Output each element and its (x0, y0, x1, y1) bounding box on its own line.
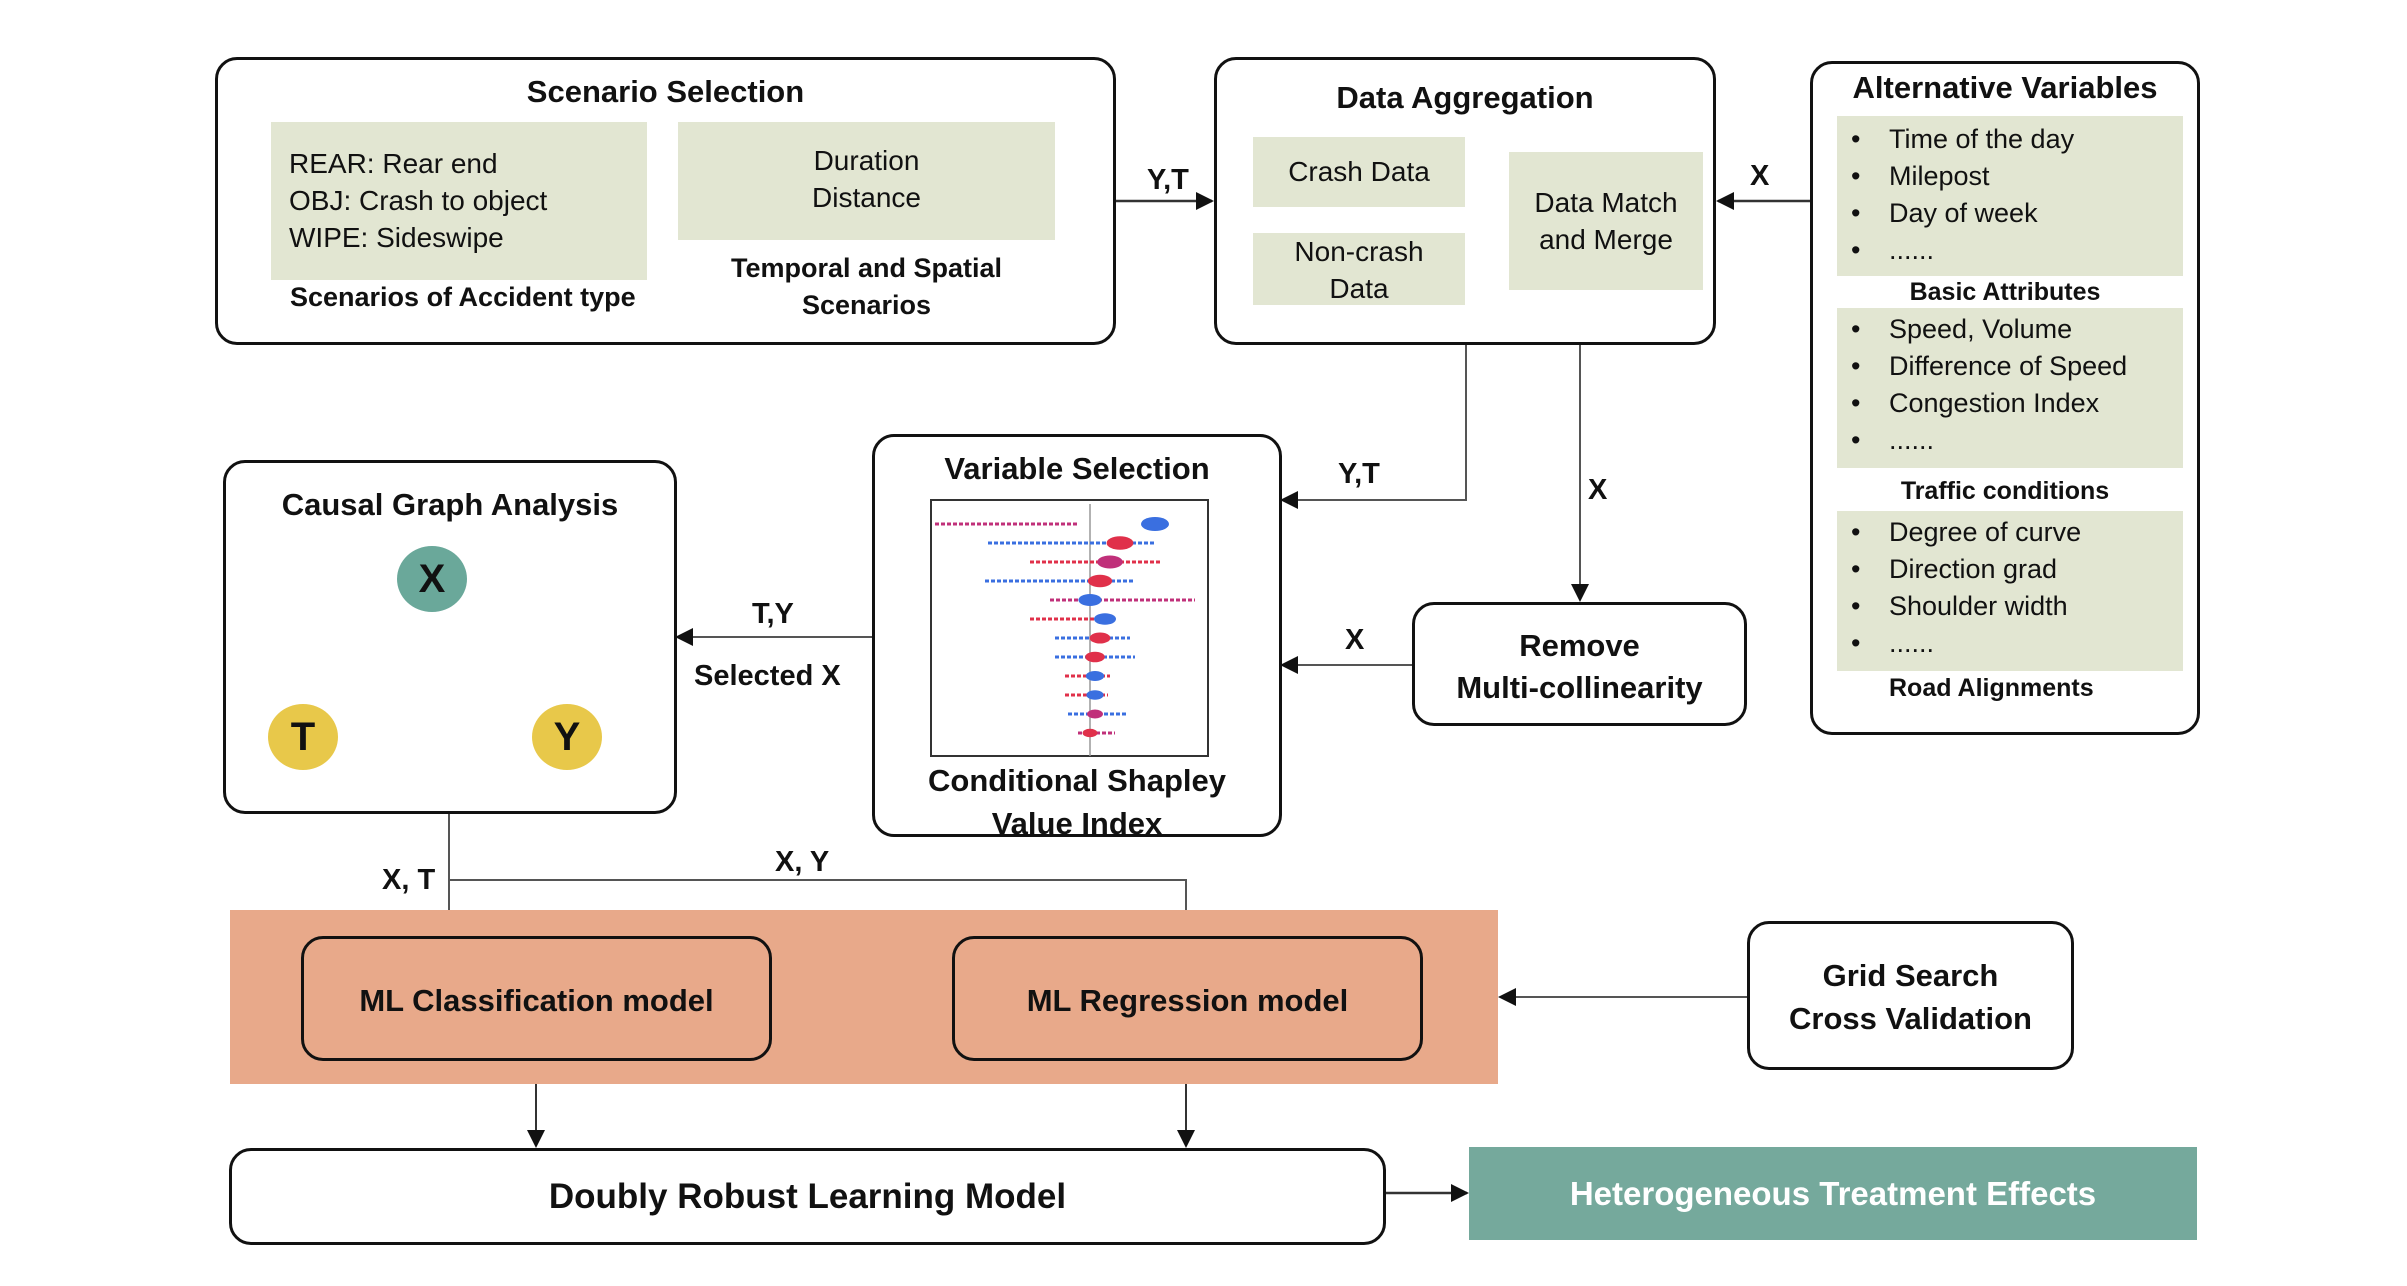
shap-blob (1078, 594, 1102, 606)
shap-blob (1087, 574, 1113, 588)
merge-line2: and Merge (1539, 224, 1673, 255)
basic-item: Milepost (1837, 158, 2183, 195)
basic-item: ...... (1837, 232, 2183, 269)
grid-search-box: Grid Search Cross Validation (1747, 921, 2074, 1070)
shap-blob (1097, 555, 1123, 569)
remove-multicollinearity-box: Remove Multi-collinearity (1412, 602, 1747, 726)
causal-graph-title: Causal Graph Analysis (281, 487, 619, 522)
data-aggregation-box: Data Aggregation Crash Data Non-crash Da… (1214, 57, 1716, 345)
data-aggregation-title: Data Aggregation (1336, 80, 1594, 115)
road-item: ...... (1837, 625, 2183, 662)
noncrash-line2: Data (1329, 273, 1389, 304)
noncrash-data-panel: Non-crash Data (1253, 233, 1465, 305)
alternative-variables-box: Alternative Variables Time of the day Mi… (1810, 61, 2200, 735)
temporal-distance: Distance (812, 182, 921, 213)
basic-item: Time of the day (1837, 121, 2183, 158)
road-item: Shoulder width (1837, 588, 2183, 625)
traffic-conditions-caption: Traffic conditions (1900, 477, 2110, 505)
shap-blob (1082, 728, 1098, 738)
accident-type-panel: REAR: Rear end OBJ: Crash to object WIPE… (271, 122, 647, 280)
grid-search-line1: Grid Search (1822, 958, 1999, 993)
ml-classification-label: ML Classification model (359, 983, 714, 1018)
node-y-label: Y (553, 714, 581, 759)
crash-data-label: Crash Data (1288, 156, 1430, 187)
shap-blob (1086, 690, 1104, 700)
ml-model-band (230, 910, 1498, 1084)
node-t-label: T (290, 714, 316, 759)
caption-line2: Value Index (991, 806, 1163, 841)
accident-type-wipe: WIPE: Sideswipe (289, 222, 504, 253)
node-t: T (268, 704, 338, 770)
temporal-panel: Duration Distance (678, 122, 1055, 240)
road-alignments-caption: Road Alignments (1889, 674, 2094, 702)
hte-box: Heterogeneous Treatment Effects (1469, 1147, 2197, 1240)
label-causal-to-classification: X, T (382, 864, 436, 896)
traffic-item: Congestion Index (1837, 385, 2183, 422)
shap-blob (1141, 517, 1169, 531)
crash-data-panel: Crash Data (1253, 137, 1465, 207)
accident-type-obj: OBJ: Crash to object (289, 185, 548, 216)
node-x: X (397, 546, 467, 612)
remove-line1: Remove (1519, 628, 1640, 663)
road-item: Direction grad (1837, 551, 2183, 588)
variable-selection-caption: Conditional Shapley Value Index (875, 759, 1279, 845)
road-alignments-panel: Degree of curve Direction grad Shoulder … (1837, 511, 2183, 671)
doubly-robust-label: Doubly Robust Learning Model (548, 1177, 1067, 1216)
hte-label: Heterogeneous Treatment Effects (1569, 1174, 2097, 1212)
variable-selection-title: Variable Selection (944, 451, 1210, 486)
temporal-list: Duration Distance (678, 142, 1055, 216)
accident-type-list: REAR: Rear end OBJ: Crash to object WIPE… (289, 145, 547, 256)
traffic-item: Speed, Volume (1837, 311, 2183, 348)
ml-classification-box: ML Classification model (301, 936, 772, 1061)
remove-line2: Multi-collinearity (1456, 670, 1703, 705)
grid-search-line2: Cross Validation (1789, 1001, 2032, 1036)
label-varsel-to-causal-top: T,Y (752, 598, 794, 630)
alternative-variables-title: Alternative Variables (1852, 70, 2158, 105)
basic-attributes-caption: Basic Attributes (1909, 278, 2101, 306)
basic-item: Day of week (1837, 195, 2183, 232)
ml-regression-label: ML Regression model (1026, 983, 1349, 1018)
label-aggregation-to-varsel: Y,T (1338, 458, 1380, 490)
label-scenario-to-aggregation: Y,T (1147, 164, 1189, 196)
shap-blob (1087, 709, 1103, 719)
label-varsel-to-causal-bottom: Selected X (694, 660, 841, 692)
shap-blob (1094, 613, 1116, 625)
scenario-selection-title: Scenario Selection (526, 74, 805, 109)
shap-blob (1089, 632, 1111, 644)
node-y: Y (532, 704, 602, 770)
data-merge-panel: Data Match and Merge (1509, 152, 1703, 290)
traffic-item: ...... (1837, 422, 2183, 459)
accident-type-caption: Scenarios of Accident type (290, 282, 636, 312)
road-item: Degree of curve (1837, 514, 2183, 551)
node-x-label: X (418, 556, 446, 601)
temporal-caption-line1: Temporal and Spatial (730, 253, 1003, 283)
temporal-caption: Temporal and Spatial Scenarios (678, 250, 1055, 324)
caption-line1: Conditional Shapley (928, 763, 1226, 798)
variable-selection-box: Variable Selection Conditional Shapley V… (872, 434, 1282, 841)
shap-blob (1106, 536, 1134, 550)
temporal-duration: Duration (813, 145, 920, 176)
merge-line1: Data Match (1534, 187, 1678, 218)
traffic-conditions-panel: Speed, Volume Difference of Speed Conges… (1837, 308, 2183, 468)
label-remove-to-varsel: X (1345, 624, 1365, 656)
label-aggregation-to-remove: X (1588, 474, 1608, 506)
accident-type-rear: REAR: Rear end (289, 148, 498, 179)
noncrash-line1: Non-crash (1294, 236, 1424, 267)
traffic-item: Difference of Speed (1837, 348, 2183, 385)
ml-regression-box: ML Regression model (952, 936, 1423, 1061)
label-alternative-to-aggregation: X (1750, 160, 1770, 192)
shap-blob (1085, 671, 1105, 681)
scenario-selection-box: Scenario Selection REAR: Rear end OBJ: C… (215, 57, 1116, 345)
basic-attributes-panel: Time of the day Milepost Day of week ...… (1837, 116, 2183, 276)
temporal-caption-line2: Scenarios (801, 290, 932, 320)
shap-blob (1085, 651, 1105, 663)
shapley-summary-plot (930, 499, 1209, 757)
doubly-robust-box: Doubly Robust Learning Model (229, 1148, 1386, 1245)
label-causal-to-regression: X, Y (775, 846, 830, 878)
